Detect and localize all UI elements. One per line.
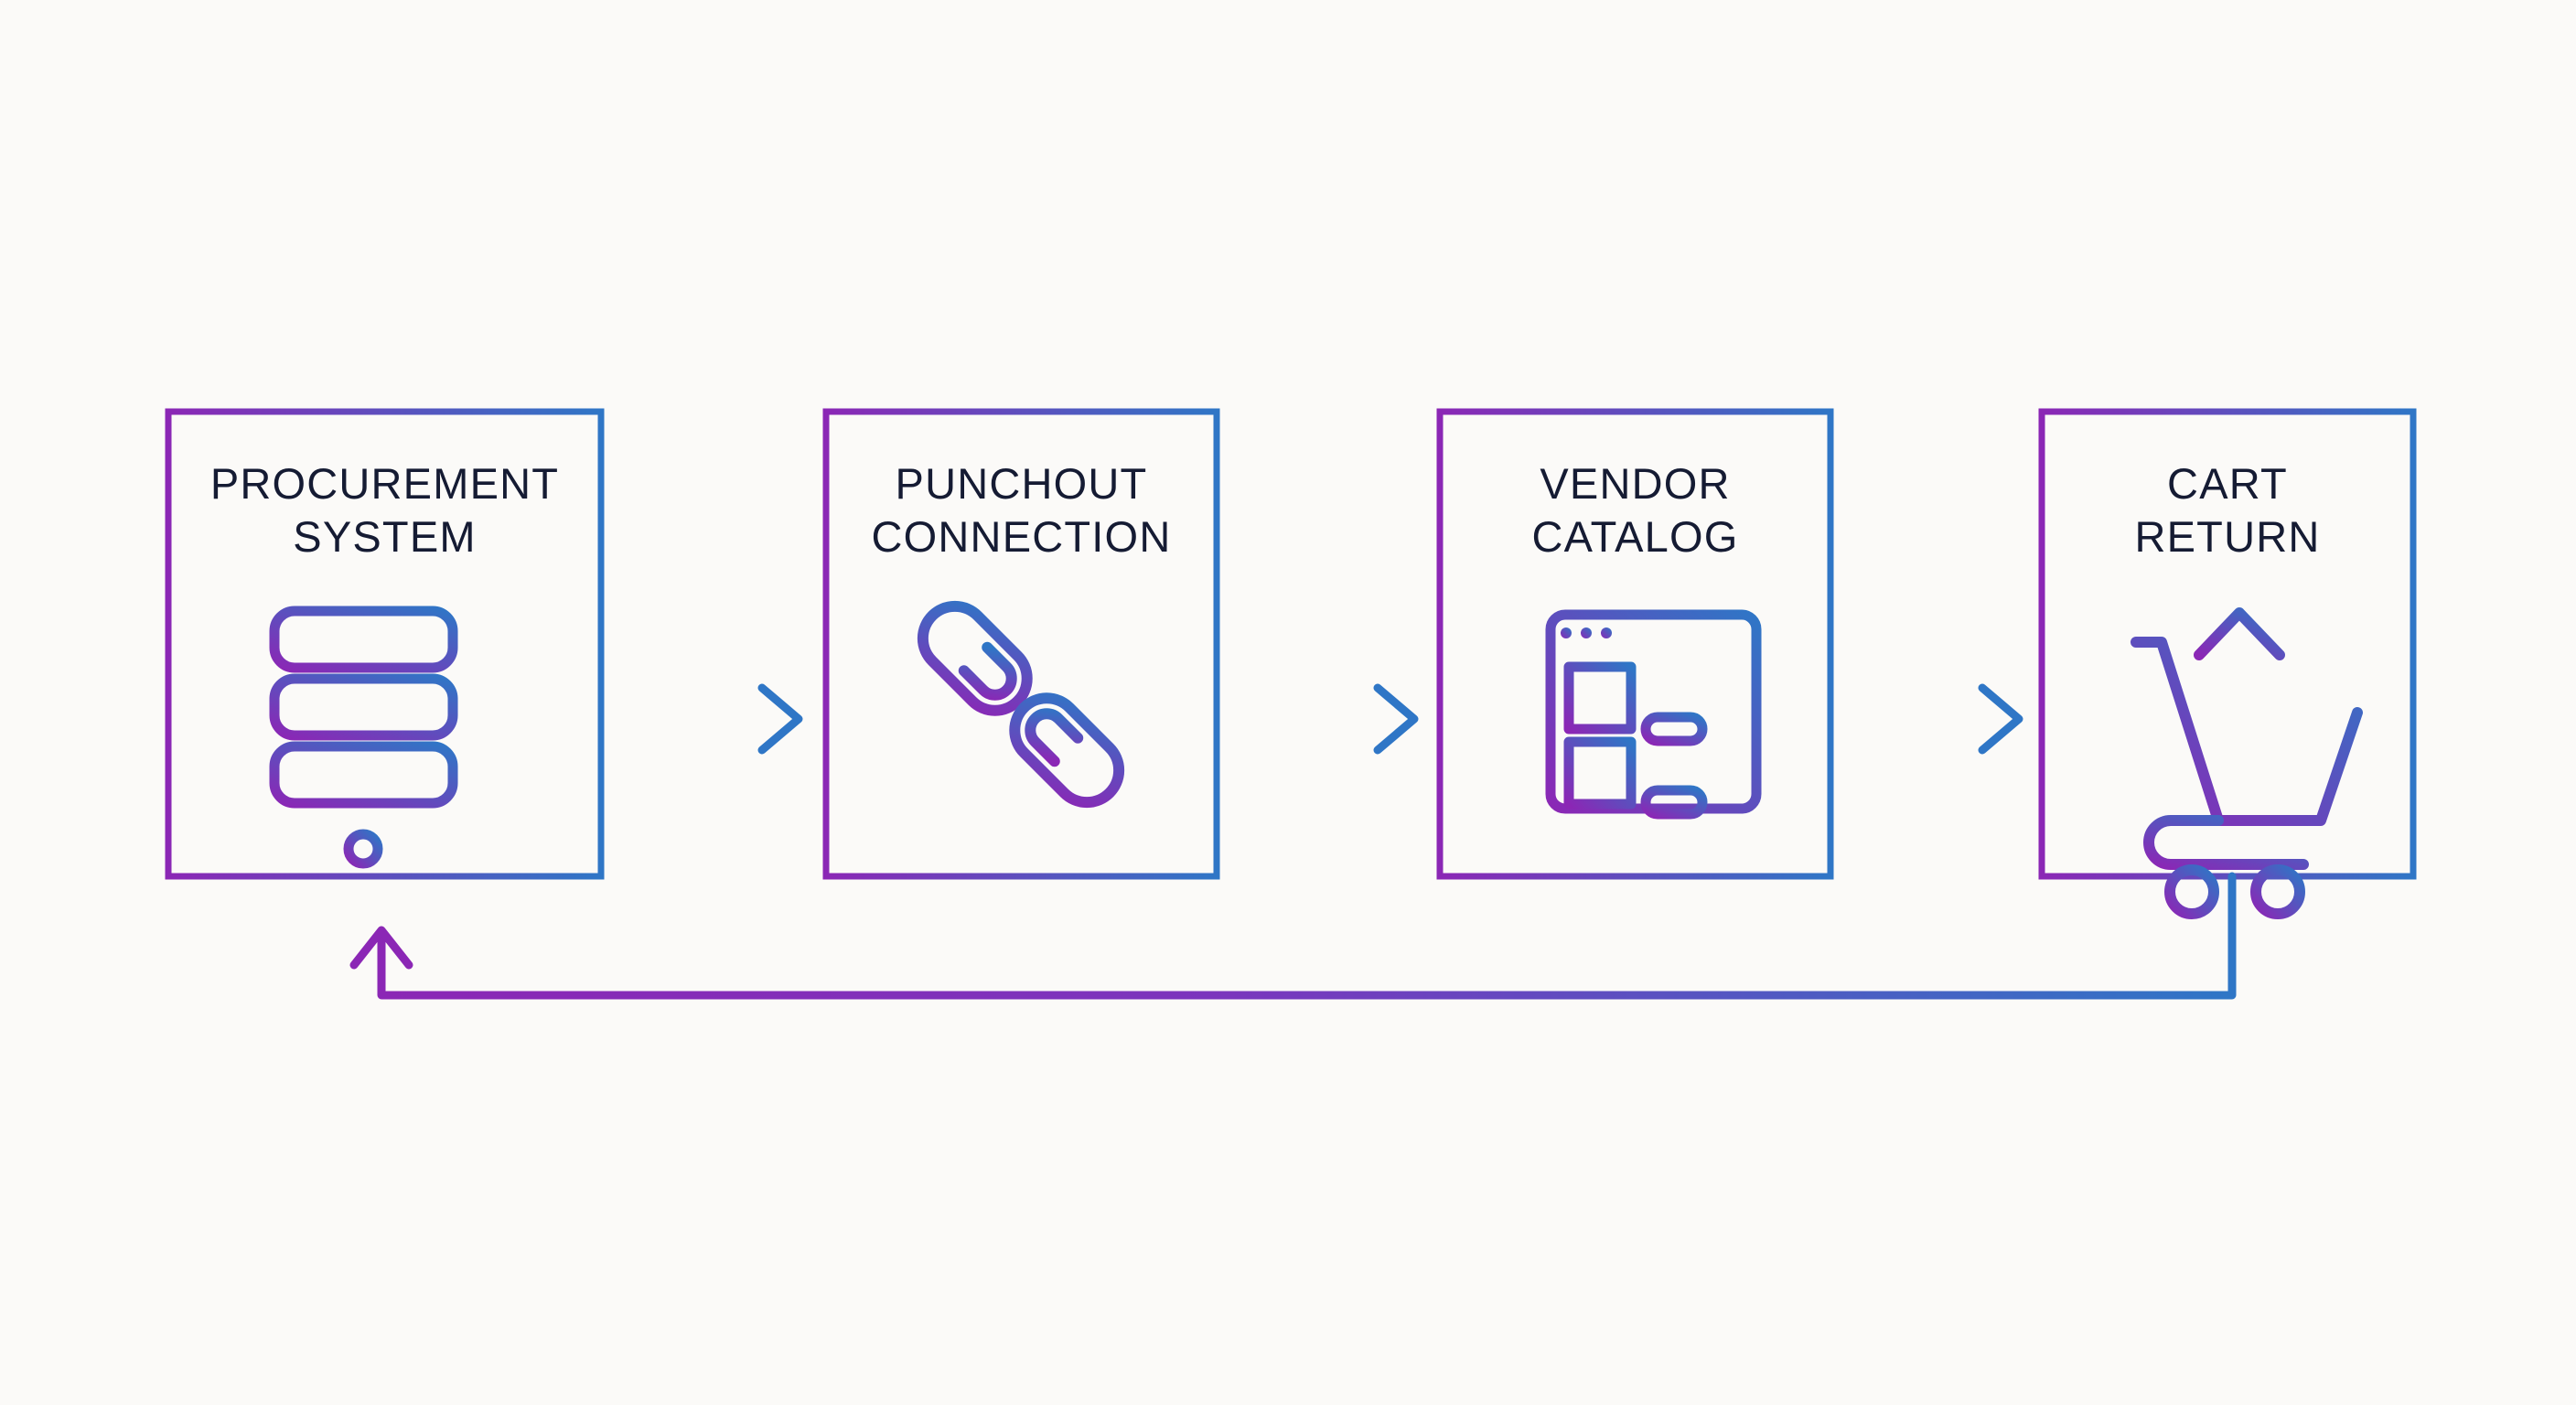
server-rack-icon [260,606,467,869]
node-box [165,408,605,880]
node-vendor-catalog[interactable] [1436,408,1834,880]
arrow-2-connector [1233,683,1419,755]
node-box [1436,408,1834,880]
cart-upload-icon [2131,607,2363,919]
arrow-3-connector [1847,683,2023,755]
chain-link-icon [917,600,1125,809]
node-box [822,408,1220,880]
browser-catalog-icon [1545,609,1762,820]
node-box [2038,408,2417,880]
node-procurement-system[interactable] [165,408,605,880]
arrow-1-connector [617,683,803,755]
node-punchout-connection[interactable] [822,408,1220,880]
return-loop-connector [349,872,2237,1000]
node-cart-return[interactable] [2038,408,2417,919]
